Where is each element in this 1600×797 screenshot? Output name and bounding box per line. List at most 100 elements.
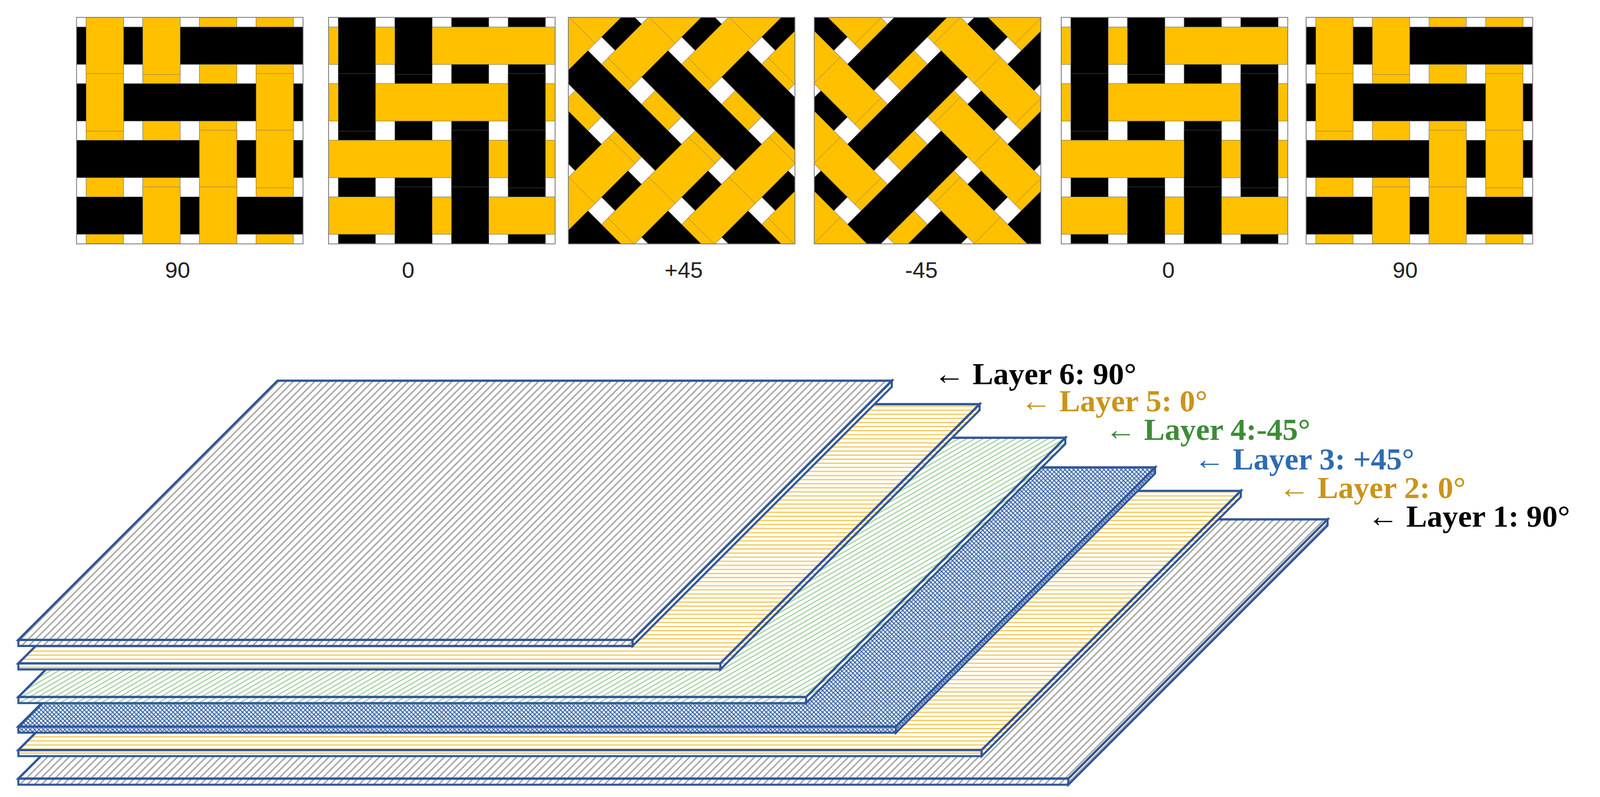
weave-strip bbox=[142, 17, 181, 75]
weave-strip bbox=[814, 57, 881, 125]
weave-strip bbox=[86, 17, 124, 75]
orientation-label: 90 bbox=[1392, 257, 1418, 283]
weave-strip bbox=[568, 17, 795, 245]
tile-border bbox=[76, 17, 304, 245]
weave-strip bbox=[814, 17, 1041, 245]
layer-label: ← Layer 1: 90° bbox=[1367, 499, 1570, 534]
weave-strip bbox=[508, 73, 546, 132]
weave-strip bbox=[1485, 73, 1524, 132]
weave-strip bbox=[1184, 186, 1222, 244]
layer-label: ← Layer 4:-45° bbox=[1104, 412, 1311, 447]
weave-strip bbox=[974, 57, 1041, 125]
weave-strip bbox=[568, 17, 795, 245]
weave-strip bbox=[394, 17, 433, 245]
weave-strip bbox=[451, 186, 490, 244]
weave-strip bbox=[1485, 129, 1524, 188]
weave-strip bbox=[568, 17, 595, 85]
weave-strip bbox=[688, 17, 756, 85]
weave-strip bbox=[568, 17, 795, 245]
weave-group bbox=[568, 17, 795, 245]
weave-strip bbox=[1127, 17, 1166, 75]
weave-strip bbox=[1372, 17, 1410, 245]
weave-strip bbox=[568, 17, 795, 245]
weave-strip bbox=[76, 197, 304, 235]
weave-strip bbox=[394, 17, 433, 75]
weave-strip bbox=[814, 17, 1041, 245]
weave-strip bbox=[768, 17, 795, 85]
weave-strip bbox=[814, 136, 881, 205]
weave-strip bbox=[1428, 129, 1467, 188]
weave-strip bbox=[814, 17, 1041, 245]
weave-strip bbox=[814, 17, 1041, 245]
weave-strip bbox=[814, 17, 1041, 245]
weave-strip bbox=[568, 57, 755, 244]
weave-group bbox=[1061, 17, 1289, 245]
weave-strip bbox=[568, 177, 595, 244]
weave-strip bbox=[568, 17, 795, 245]
weave-strip bbox=[814, 17, 1041, 245]
tile-border bbox=[1061, 17, 1289, 245]
weave-strip bbox=[814, 17, 1041, 245]
weave-strip bbox=[568, 17, 795, 245]
weave-strip bbox=[1372, 186, 1410, 244]
weave-tile bbox=[328, 17, 556, 245]
weave-strip bbox=[1240, 129, 1279, 188]
tile-border bbox=[568, 17, 795, 245]
ply-layer bbox=[18, 380, 892, 647]
weave-strip bbox=[974, 17, 1041, 45]
weave-group bbox=[76, 17, 304, 245]
orientation-label: +45 bbox=[664, 257, 703, 283]
weave-strip bbox=[1127, 17, 1166, 245]
weave-strip bbox=[814, 17, 1041, 245]
weave-strip bbox=[568, 17, 795, 245]
orientation-label: 0 bbox=[401, 257, 415, 283]
weave-strip bbox=[814, 17, 1041, 245]
weave-strip bbox=[199, 129, 238, 188]
weave-strip bbox=[256, 73, 294, 132]
weave-tile bbox=[1306, 17, 1533, 245]
weave-strip bbox=[568, 17, 795, 245]
weave-strip bbox=[256, 129, 294, 188]
weave-strip bbox=[568, 17, 795, 245]
weave-strip bbox=[568, 17, 795, 245]
weave-strip bbox=[199, 186, 238, 244]
tile-border bbox=[814, 17, 1041, 245]
weave-strip bbox=[814, 17, 1041, 245]
weave-strip bbox=[1428, 186, 1467, 244]
tile-ground bbox=[568, 17, 795, 245]
weave-strip bbox=[607, 177, 676, 244]
weave-strip bbox=[1315, 73, 1354, 132]
weave-tile bbox=[1061, 17, 1289, 245]
weave-strip bbox=[451, 129, 490, 188]
weave-group bbox=[814, 17, 1041, 245]
weave-group bbox=[328, 17, 556, 245]
weave-strip bbox=[688, 177, 756, 244]
weave-strip bbox=[328, 197, 556, 235]
orientation-label: -45 bbox=[905, 257, 938, 283]
weave-strip bbox=[1127, 186, 1166, 244]
weave-strip bbox=[1372, 17, 1410, 75]
weave-strip bbox=[814, 17, 1041, 245]
weave-strip bbox=[508, 129, 546, 188]
weave-strip bbox=[814, 17, 1041, 245]
weave-strip bbox=[814, 17, 1041, 245]
weave-strip bbox=[1070, 17, 1109, 75]
weave-strip bbox=[142, 186, 181, 244]
orientation-label: 0 bbox=[1162, 257, 1175, 283]
weave-strip bbox=[394, 186, 433, 244]
weave-strip bbox=[338, 17, 376, 75]
weave-tile bbox=[814, 17, 1041, 245]
weave-strip bbox=[1240, 73, 1279, 132]
weave-tile bbox=[568, 17, 795, 245]
weave-strip bbox=[568, 17, 795, 245]
weave-strip bbox=[1184, 129, 1222, 188]
tile-border bbox=[1306, 17, 1533, 245]
weave-group bbox=[1306, 17, 1533, 245]
weave-strip bbox=[814, 17, 1041, 245]
weave-strip bbox=[768, 177, 795, 244]
weave-strip bbox=[338, 73, 376, 132]
tile-border bbox=[328, 17, 556, 245]
weave-strip bbox=[814, 17, 1041, 245]
weave-tile bbox=[76, 17, 304, 245]
